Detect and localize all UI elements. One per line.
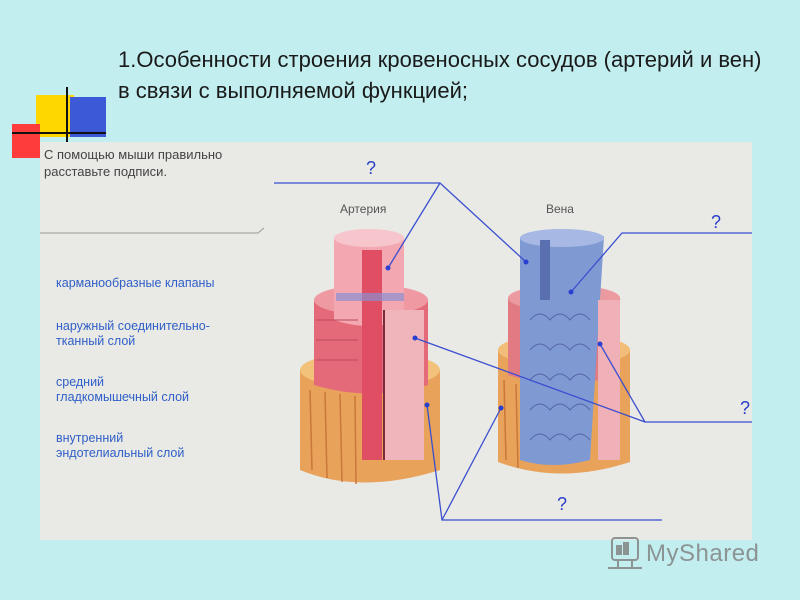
question-mark-right-lower[interactable]: ? <box>740 398 750 419</box>
watermark-text: MyShared <box>646 540 759 568</box>
question-mark-right-upper[interactable]: ? <box>711 212 721 233</box>
question-mark-top[interactable]: ? <box>366 158 376 179</box>
mysharedlogo-icon <box>608 538 642 568</box>
question-mark-bottom[interactable]: ? <box>557 494 567 515</box>
artery-illustration <box>300 229 440 484</box>
vein-illustration <box>498 229 630 474</box>
